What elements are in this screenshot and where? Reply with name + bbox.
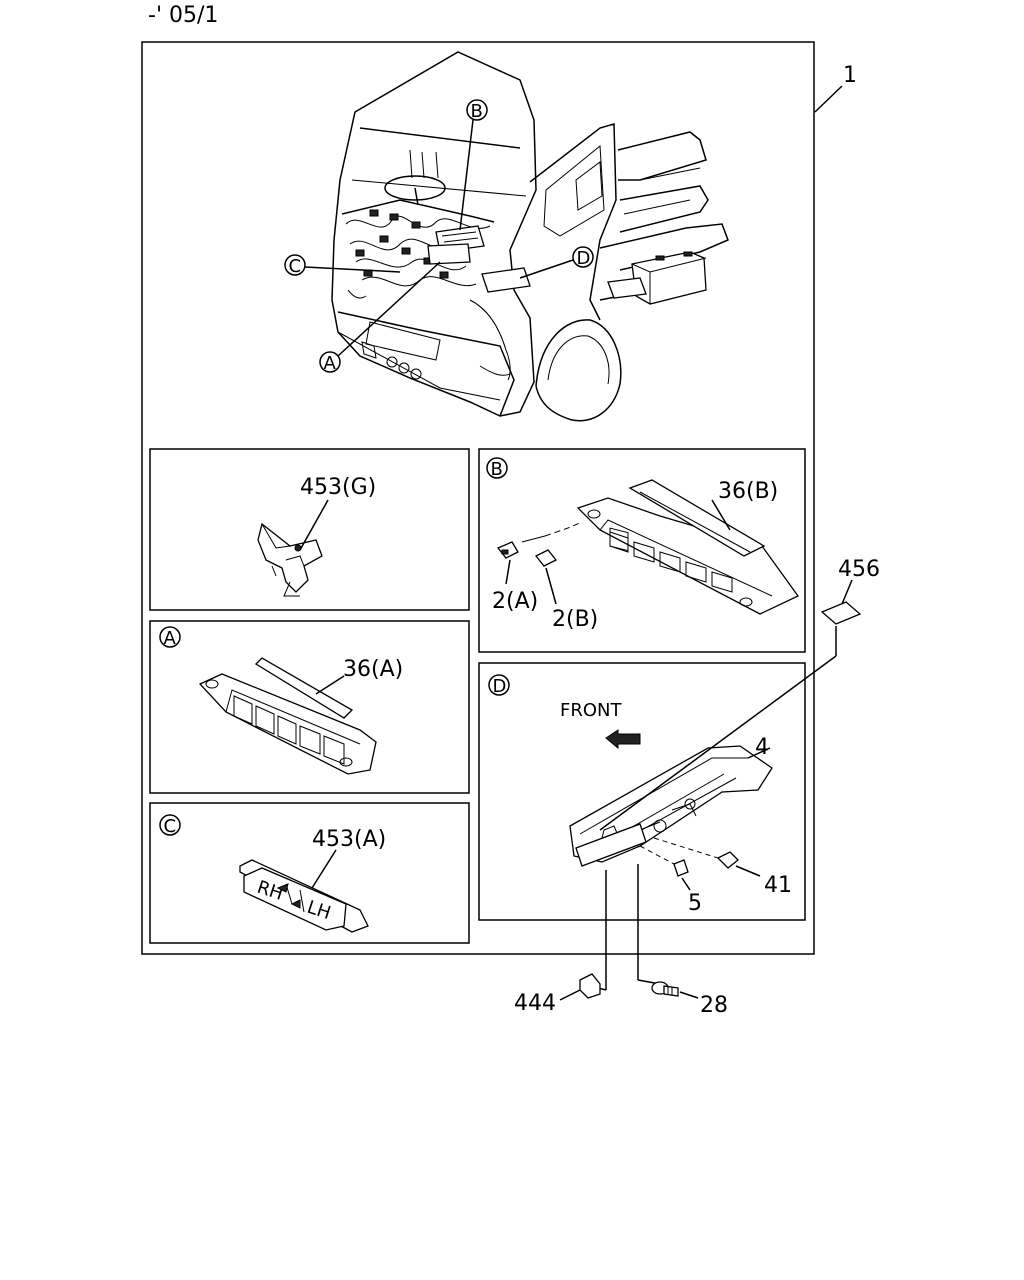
panel-a xyxy=(149,620,470,794)
panel-b xyxy=(478,448,806,653)
svg-text:C: C xyxy=(289,256,302,277)
svg-text:A: A xyxy=(164,628,177,649)
marker-a-main: A xyxy=(319,261,441,374)
callout-456: 456 xyxy=(838,557,880,582)
marker-b-panel: B xyxy=(486,457,508,480)
callout-453a: 453(A) xyxy=(312,827,386,852)
svg-text:D: D xyxy=(577,248,591,269)
callout-2b: 2(B) xyxy=(552,607,598,632)
front-label: FRONT xyxy=(560,700,622,721)
panel-d xyxy=(478,662,806,921)
callout-5: 5 xyxy=(688,891,702,916)
fuse-block-36a xyxy=(198,657,377,775)
truck-illustration xyxy=(331,51,729,422)
ground-bracket-part xyxy=(257,522,323,597)
callout-2a: 2(A) xyxy=(492,589,538,614)
svg-text:C: C xyxy=(164,816,177,837)
front-arrow-icon xyxy=(605,729,641,750)
callout-4: 4 xyxy=(755,735,769,760)
fuse-block-36b xyxy=(576,479,799,615)
svg-text:A: A xyxy=(324,353,337,374)
callout-444: 444 xyxy=(514,991,556,1016)
bolt-28 xyxy=(651,981,679,997)
rh-lh-label-part: RH LH xyxy=(239,859,369,933)
callout-1: 1 xyxy=(843,63,857,88)
svg-text:B: B xyxy=(471,101,483,122)
label-sheet-456 xyxy=(820,601,862,625)
dashed-link-b xyxy=(544,521,583,537)
clip-444 xyxy=(579,973,601,999)
marker-c-main: C xyxy=(284,254,401,277)
leader-453g xyxy=(299,499,329,551)
callout-36a: 36(A) xyxy=(343,657,403,682)
connector-2b xyxy=(534,549,558,567)
marker-d-main: D xyxy=(519,246,594,279)
marker-b-main: B xyxy=(459,99,488,231)
marker-a-panel: A xyxy=(159,626,181,649)
callout-36b: 36(B) xyxy=(718,479,778,504)
callout-453g: 453(G) xyxy=(300,475,376,500)
marker-d-panel: D xyxy=(488,674,510,697)
panel-453g xyxy=(149,448,470,611)
svg-text:D: D xyxy=(493,676,507,697)
callout-41: 41 xyxy=(764,873,792,898)
header-code: -' 05/1 xyxy=(148,3,218,28)
leader-456 xyxy=(599,655,837,831)
main-frame xyxy=(141,41,815,955)
callout-28: 28 xyxy=(700,993,728,1018)
svg-text:B: B xyxy=(491,459,503,480)
panel-c xyxy=(149,802,470,944)
relay-41 xyxy=(716,851,739,869)
leader-1 xyxy=(814,85,843,113)
junction-box-4 xyxy=(569,745,773,867)
fuse-5 xyxy=(673,859,689,877)
marker-c-panel: C xyxy=(159,814,181,837)
